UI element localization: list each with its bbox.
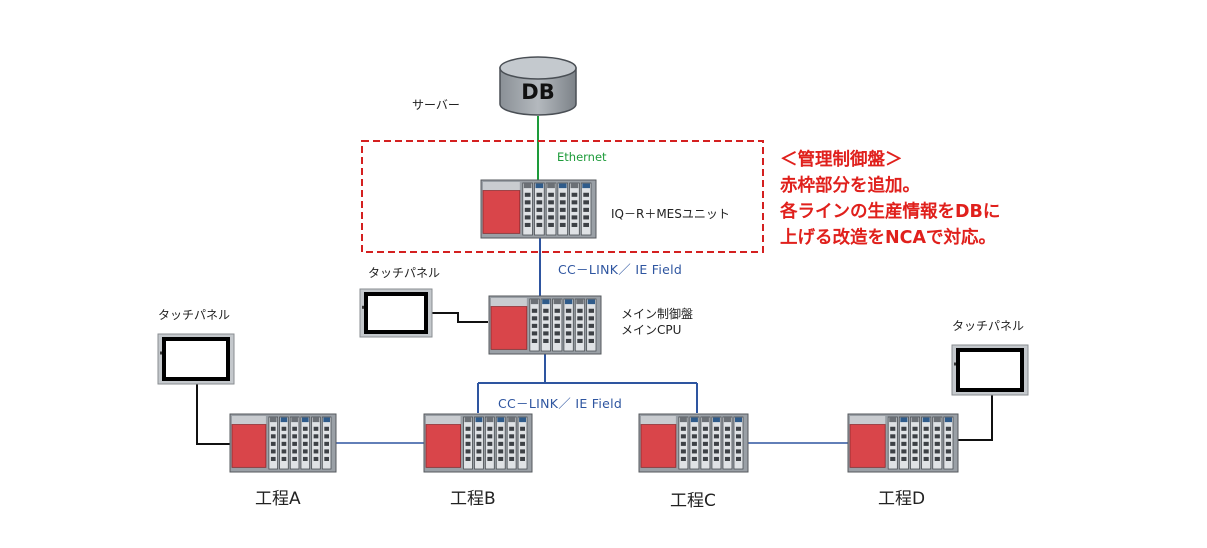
touch-panel-a-label: タッチパネル [158,308,231,322]
annotation-line-1: ＜管理制御盤＞ [780,150,903,170]
touch-panel-d-icon [951,344,1029,396]
plc-main-cpu-icon [488,295,602,355]
mes-unit-label: IQ－R＋MESユニット [611,207,730,221]
touch-panel-main-icon [359,288,433,338]
server-caption: サーバー [412,98,460,112]
annotation-line-2: 赤枠部分を追加。 [780,176,920,196]
plc-process-b-icon [423,413,533,473]
annotation-line-4: 上げる改造をNCAで対応。 [780,228,997,248]
annotation-note: ＜管理制御盤＞ 赤枠部分を追加。 各ラインの生産情報をDBに 上げる改造をNCA… [780,147,1000,251]
main-panel-line2: メインCPU [621,323,682,337]
ethernet-label: Ethernet [557,150,607,164]
process-a-label: 工程A [255,489,301,509]
management-panel-frame [361,140,764,253]
cc-link-upper-label: CC－LINK／ IE Field [558,262,683,277]
touch-panel-d-label: タッチパネル [952,319,1025,333]
process-b-label: 工程B [450,489,496,509]
cc-link-lower-label: CC－LINK／ IE Field [498,396,623,411]
process-c-label: 工程C [670,491,716,511]
process-d-label: 工程D [878,489,926,509]
touch-main-cable [432,312,488,323]
annotation-line-3: 各ラインの生産情報をDBに [780,202,1001,222]
main-panel-line1: メイン制御盤 [621,307,694,321]
plc-process-c-icon [638,413,749,473]
db-label: DB [521,80,555,104]
touch-panel-main-label: タッチパネル [368,266,441,280]
touch-panel-a-icon [157,333,235,385]
plc-units [229,179,959,473]
plc-process-a-icon [229,413,337,473]
touch-a-cable [196,383,234,445]
plc-process-d-icon [847,413,959,473]
db-server-icon [499,56,577,116]
touch-panels [157,288,1029,396]
touch-d-cable [958,392,993,441]
connections [196,116,993,445]
plc-mes-unit-icon [480,179,597,239]
